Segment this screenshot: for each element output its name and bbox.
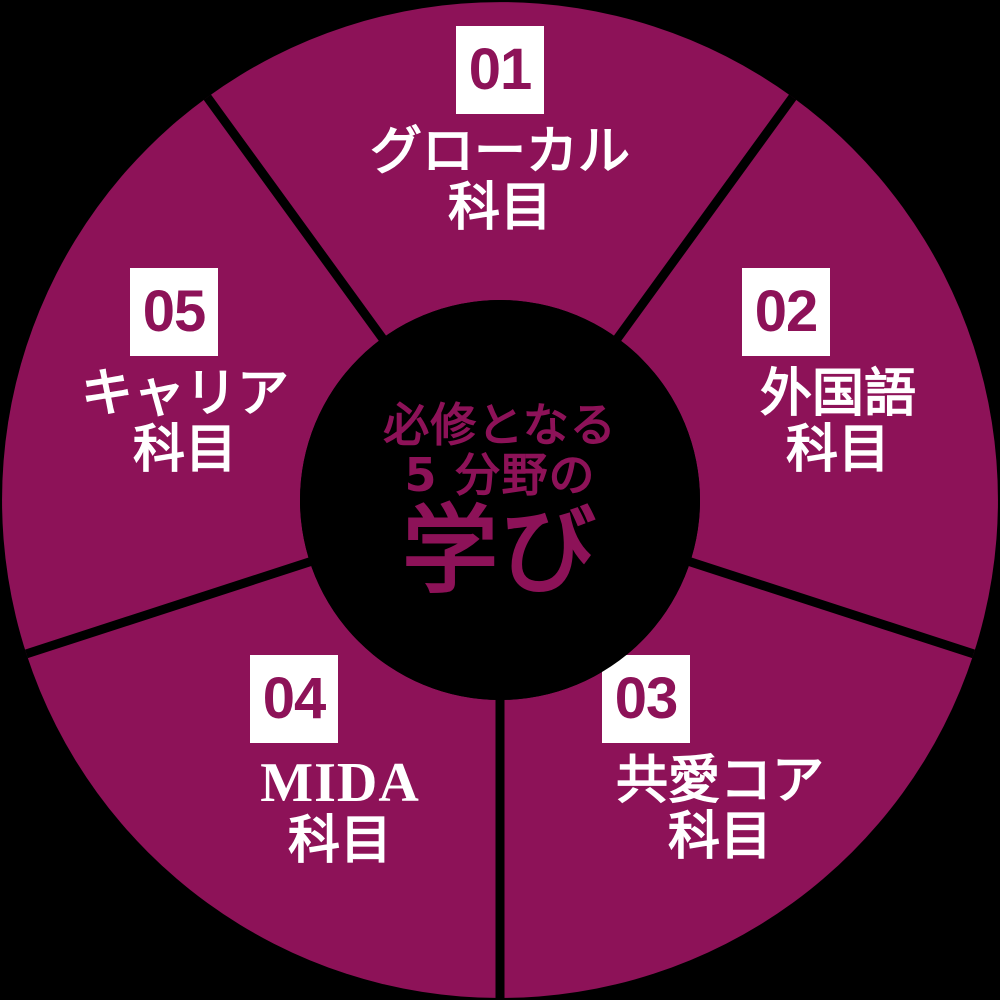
segment-number-03: 03	[602, 655, 690, 743]
segment-number-04: 04	[250, 655, 338, 743]
segment-title-01: グローカル 科目	[285, 124, 715, 236]
segment-label-01[interactable]: 01 グローカル 科目	[285, 26, 715, 236]
segment-label-03[interactable]: 03 共愛コア 科目	[560, 655, 880, 865]
segment-title-05-line2: 科目	[132, 420, 237, 481]
segment-title-02-line1: 外国語	[759, 364, 916, 424]
segment-number-05: 05	[130, 268, 218, 356]
hub-disc	[300, 300, 700, 700]
segment-number-01: 01	[456, 26, 544, 114]
segment-title-03-line1: 共愛コア	[615, 751, 824, 811]
segment-title-04-line1: MIDA	[260, 752, 420, 814]
segment-label-05[interactable]: 05 キャリア 科目	[30, 268, 340, 478]
segment-title-05: キャリア 科目	[30, 366, 340, 478]
segment-title-05-line1: キャリア	[80, 364, 289, 424]
segment-title-03-line2: 科目	[667, 807, 772, 868]
wedge-01[interactable]	[207, 2, 793, 500]
segment-number-02: 02	[742, 268, 830, 356]
segment-title-02: 外国語 科目	[700, 366, 976, 478]
segment-title-04: MIDA 科目	[180, 753, 500, 870]
segment-label-02[interactable]: 02 外国語 科目	[700, 268, 976, 478]
segment-title-01-line1: グローカル	[369, 122, 630, 182]
segment-title-01-line2: 科目	[447, 178, 552, 239]
segment-title-03: 共愛コア 科目	[560, 753, 880, 865]
segment-label-04[interactable]: 04 MIDA 科目	[180, 655, 500, 870]
segment-title-02-line2: 科目	[785, 420, 890, 481]
segment-title-04-line2: 科目	[287, 811, 392, 872]
